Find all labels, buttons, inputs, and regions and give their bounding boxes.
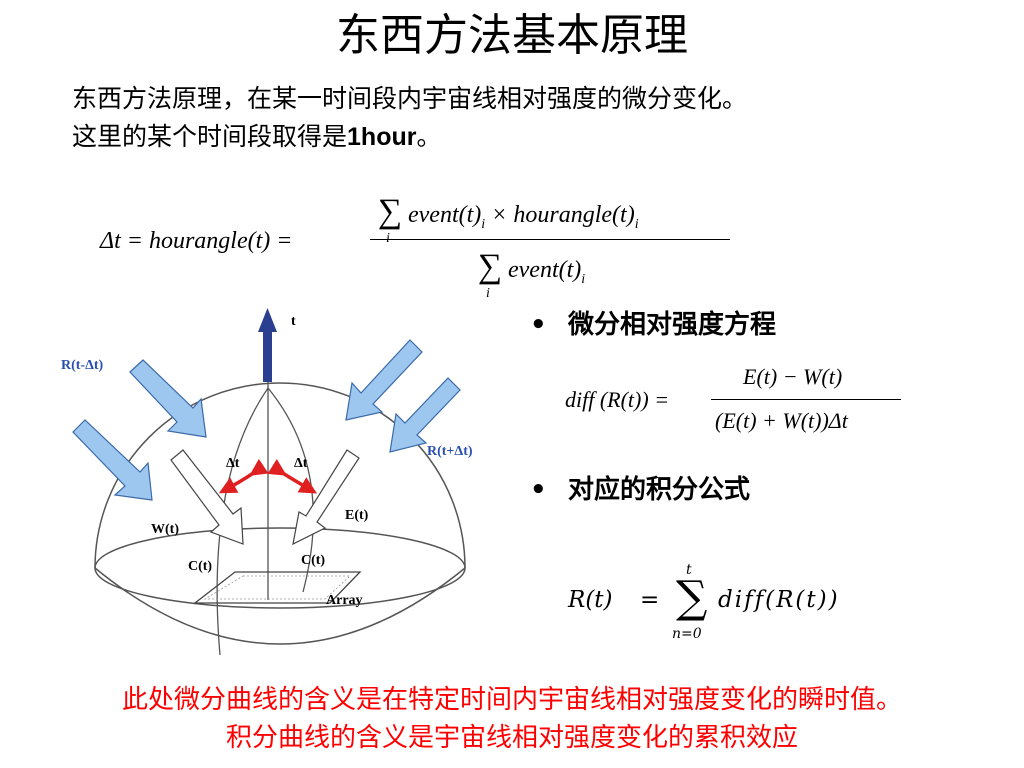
diff-formula-lhs: diff (R(t)) = xyxy=(565,387,670,412)
fraction-bar xyxy=(370,239,730,240)
array-plane xyxy=(193,571,362,604)
diff-formula-numerator: E(t) − W(t) xyxy=(743,364,843,389)
bullet-marker-2: • xyxy=(530,475,547,505)
blue-ray-arrow-icon-3 xyxy=(345,339,423,421)
numerator-sub-2: i xyxy=(634,217,639,232)
label-array: Array xyxy=(326,593,363,608)
array-plane-inner xyxy=(203,575,352,600)
sky-dome xyxy=(94,382,466,569)
ground-ellipse xyxy=(94,527,466,609)
footer-line-2: 积分曲线的含义是宇宙线相对强度变化的累积效应 xyxy=(225,723,798,753)
label-dt-right: Δt xyxy=(294,456,308,471)
sigma-sum-icon: ∑ xyxy=(676,572,708,623)
dome-bottom xyxy=(94,567,466,645)
east-west-diagram: t R(t-Δt) R(t+Δt) Δt Δt W(t) E(t) C(t) C… xyxy=(61,308,473,656)
integral-formula-eq: = xyxy=(640,587,660,613)
white-ray-arrow-icon-e xyxy=(292,449,360,546)
white-ray-arrow-icon-w xyxy=(170,449,244,545)
intro-line-2-suffix: 。 xyxy=(416,122,442,151)
label-c-left: C(t) xyxy=(188,559,212,574)
red-curve-arrow-left-icon xyxy=(218,458,269,494)
blue-ray-arrow-icon-2 xyxy=(129,359,207,438)
label-r-plus: R(t+Δt) xyxy=(427,444,473,459)
sum-symbol-icon: ∑i xyxy=(377,193,403,246)
label-c-right: C(t) xyxy=(301,553,325,568)
slide-title: 东西方法基本原理 xyxy=(336,10,688,61)
t-axis-arrowhead-icon xyxy=(258,308,277,332)
footer-line-1: 此处微分曲线的含义是在特定时间内宇宙线相对强度变化的瞬时值。 xyxy=(121,685,902,715)
sum-index-2: i xyxy=(486,286,490,301)
intro-line-2-prefix: 这里的某个时间段取得是 xyxy=(72,122,348,151)
delta-t-formula-lhs: Δt = hourangle(t) = xyxy=(100,228,293,254)
bullet-integral-formula: • 对应的积分公式 xyxy=(530,473,750,507)
sum-symbol-icon-2: ∑i xyxy=(477,248,503,301)
diff-formula-denominator: (E(t) + W(t))Δt xyxy=(715,408,848,433)
integral-formula-rhs: diff(R(t)) xyxy=(718,587,840,613)
bullet-text-1: 微分相对强度方程 xyxy=(568,310,777,340)
bullet-text-2: 对应的积分公式 xyxy=(568,475,751,505)
red-curve-arrow-right-icon xyxy=(267,459,318,494)
integral-formula-lhs: R(t) xyxy=(568,587,613,613)
bullet-marker-1: • xyxy=(530,310,547,340)
intro-line-1: 东西方法原理，在某一时间段内宇宙线相对强度的微分变化。 xyxy=(72,84,748,113)
footer-note: 此处微分曲线的含义是在特定时间内宇宙线相对强度变化的瞬时值。 积分曲线的含义是宇… xyxy=(0,681,1024,757)
integral-lower-limit: n=0 xyxy=(672,626,702,642)
label-e: E(t) xyxy=(345,508,369,523)
meridian-left xyxy=(216,387,269,656)
diff-fraction-bar xyxy=(711,399,901,400)
numerator-sub: i xyxy=(481,217,486,232)
diff-formula: diff (R(t)) = E(t) − W(t) (E(t) + W(t))Δ… xyxy=(565,362,925,442)
label-t: t xyxy=(291,314,296,329)
numerator-event: event(t) xyxy=(408,202,482,228)
denominator-event: event(t) xyxy=(508,257,582,283)
intro-line-2: 这里的某个时间段取得是1hour。 xyxy=(72,118,1012,156)
sum-index: i xyxy=(386,231,390,246)
integral-formula: R(t) = t ∑ n=0 diff(R(t)) xyxy=(568,560,898,650)
intro-text: 东西方法原理，在某一时间段内宇宙线相对强度的微分变化。 这里的某个时间段取得是1… xyxy=(72,80,1012,156)
label-w: W(t) xyxy=(151,522,179,537)
blue-ray-arrow-icon-1 xyxy=(72,419,153,501)
label-dt-left: Δt xyxy=(226,456,240,471)
bullet-differential-equation: • 微分相对强度方程 xyxy=(530,308,776,342)
numerator-times-hourangle: × hourangle(t) xyxy=(491,202,635,228)
integral-upper-limit: t xyxy=(686,562,692,578)
label-r-minus: R(t-Δt) xyxy=(61,358,104,373)
blue-ray-arrow-icon-4 xyxy=(389,377,461,453)
intro-hour-value: 1hour xyxy=(347,123,417,151)
t-axis-bar xyxy=(263,330,272,382)
denominator-sub: i xyxy=(581,272,586,287)
